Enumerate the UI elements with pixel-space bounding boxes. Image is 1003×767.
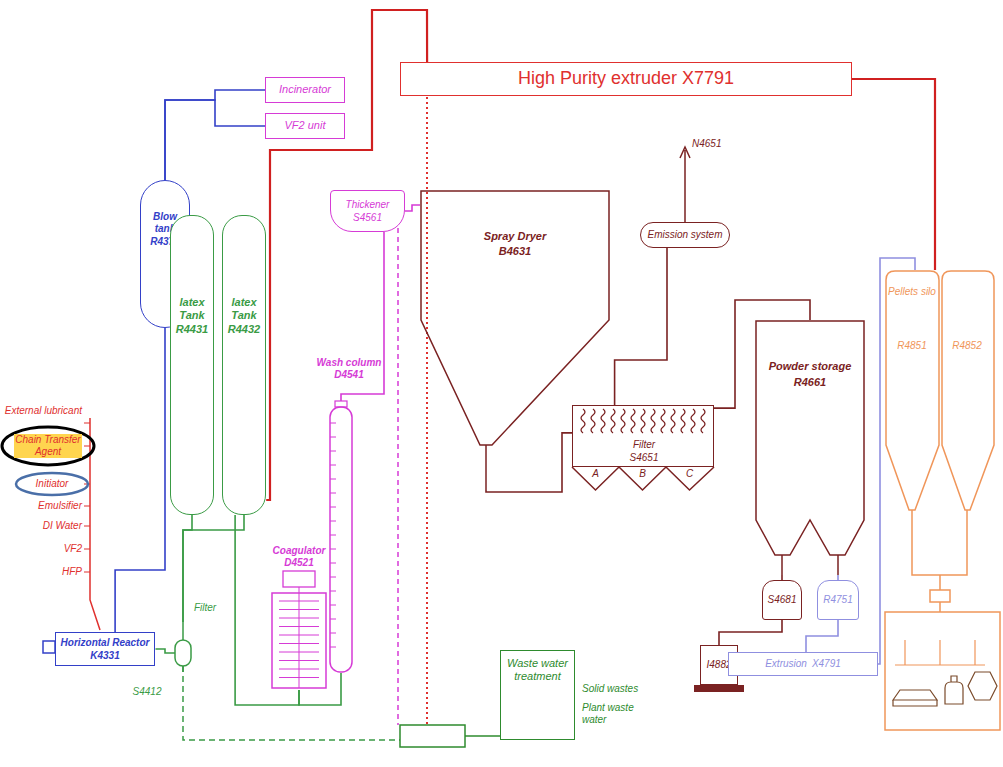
packaging-area [885,612,1000,730]
coagulator: CoagulatorD4521 [270,545,328,690]
tag-number: S4561 [353,212,382,224]
node-title: Filter [633,439,655,451]
node-title: Pellets silo [888,286,936,298]
reactor-cap [43,641,55,653]
pipe-line [806,620,838,652]
tag-number: R4432 [228,323,260,336]
bag-filter: FilterS4651 [572,405,714,467]
stream-label: Chain Transfer Agent [14,434,82,458]
drain-line [397,228,399,725]
stream-label: Emulsifier [2,500,82,512]
stream-label: DI Water [2,520,82,532]
pipe-line [615,248,667,405]
node-title: R4751 [823,594,852,606]
stream-label: A [590,468,602,480]
node-title: Spray Dryer [484,230,546,243]
stream-label: N4651 [692,138,736,150]
pipe-line [183,515,192,622]
waste-line [465,735,500,737]
highlight-ellipse [16,473,88,495]
stack-arrow [680,147,690,222]
stream-label: B [637,468,649,480]
waste-sump [400,725,465,747]
unit-box: Incinerator [265,77,345,103]
latex-filter: FilterS4412 [125,602,225,702]
silo-outlet [912,530,967,612]
stream-label: Solid wastes [582,683,672,695]
pipe-line [165,90,265,180]
treatment-box: Waste water treatment [500,650,575,740]
drain-line [183,666,400,740]
feed-ticks [84,423,90,572]
extruder-box: High Purity extruder X7791 [400,62,852,96]
node-title: Horizontal Reactor [61,637,150,649]
pipe-line [714,300,810,408]
bag-base [694,685,744,692]
tag-number: D4521 [284,557,313,569]
powder-silo: Powder storageR4661 [755,320,865,575]
pipe-line [156,649,176,653]
node-title: Powder storage [769,360,852,373]
node-title: latex Tank [174,296,210,322]
stream-label: HFP [2,566,82,578]
reactor-box: Horizontal ReactorK4331 [55,632,156,666]
pipe-line [165,100,265,180]
pipe-line [115,328,165,632]
pellet-silo: Pellets siloR4851 R4852 [885,270,995,530]
highlight-ellipse [2,427,94,465]
tag-number: R4431 [176,323,208,336]
stream-label: External lubricant [2,405,82,417]
drum-icon [945,676,963,704]
emission-box: Emission system [640,222,730,248]
hopper: R4751 [817,580,858,620]
vessel-outline [755,320,865,575]
node-title: Incinerator [279,83,331,96]
packaging-lines [895,640,985,665]
node-title: High Purity extruder X7791 [518,68,734,90]
bagging-unit [930,590,950,602]
tag-number: S4651 [630,452,659,464]
unit-box: VF2 unit [265,113,345,139]
tag-number: R4661 [794,376,826,389]
hopper: S4681 [762,580,803,620]
pipe-line [486,433,572,492]
thickener-vessel: ThickenerS4561 [330,190,405,232]
pipe-line [405,205,420,211]
tag-number: X4791 [812,658,841,670]
tag-number: R4852 [952,340,981,352]
stream-label: C [684,468,696,480]
extrusion-box: Extrusion X4791 [728,652,878,676]
node-title: VF2 unit [285,119,326,132]
vessel-outline [885,270,995,530]
latex-tank: latex TankR4431 [170,215,214,515]
pipe-line [852,79,935,270]
node-title: Thickener [346,199,390,211]
pipe-line [719,620,782,645]
tag-number: R4851 [897,340,926,352]
node-title: latex Tank [226,296,262,322]
container-icon [968,672,997,700]
node-title: S4681 [768,594,797,606]
pipe-line [878,258,915,664]
latex-tank: latex TankR4432 [222,215,266,515]
node-title: Extrusion [765,658,807,670]
stream-label: VF2 [2,543,82,555]
wash-column: Wash columnD4541 [318,357,380,673]
node-title: Wash column [317,357,382,369]
node-title: Coagulator [273,545,326,557]
pallet-icon [893,690,937,706]
filter-hoppers [572,467,714,490]
tag-number: B4631 [499,245,531,258]
node-title: Emission system [647,229,722,241]
vessel-outline [318,357,380,673]
stream-label: Plant waste water [582,702,652,726]
tag-number: S4412 [133,686,162,698]
node-title: Waste water treatment [504,657,571,683]
tag-number: K4331 [90,650,119,662]
node-title: Filter [194,602,216,614]
stream-label: Initiator [27,478,77,490]
tag-number: D4541 [334,369,363,381]
